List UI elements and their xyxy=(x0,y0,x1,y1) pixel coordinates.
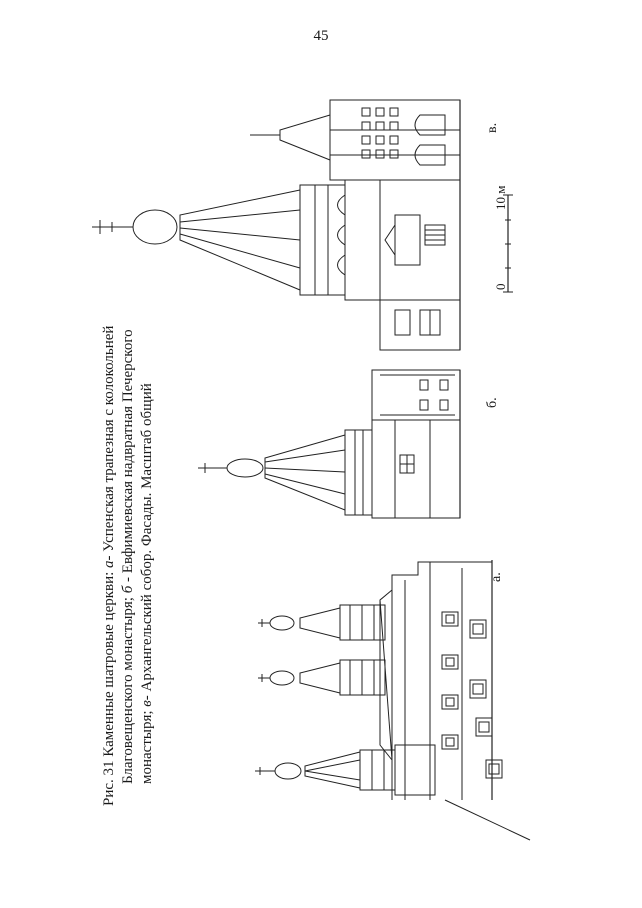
tent-tower-a2 xyxy=(258,659,386,696)
label-v: в. xyxy=(485,123,500,133)
scale-ten-label: 10 м xyxy=(493,186,508,210)
scale-bar xyxy=(503,194,513,293)
tent-tower-a1 xyxy=(258,604,386,641)
label-b: б. xyxy=(485,397,500,408)
page-number: 45 xyxy=(313,28,329,44)
drawing-a-refectory xyxy=(255,560,531,841)
window-row-a1 xyxy=(441,611,459,750)
window-grid-v xyxy=(361,107,399,159)
drawing-v-cathedral xyxy=(92,99,461,351)
scale-zero-label: 0 xyxy=(493,284,508,291)
window-row-a2 xyxy=(469,619,503,779)
belfry-tower-a xyxy=(255,744,436,796)
drawing-b-gate-church xyxy=(198,369,461,519)
label-a: а. xyxy=(489,572,504,582)
